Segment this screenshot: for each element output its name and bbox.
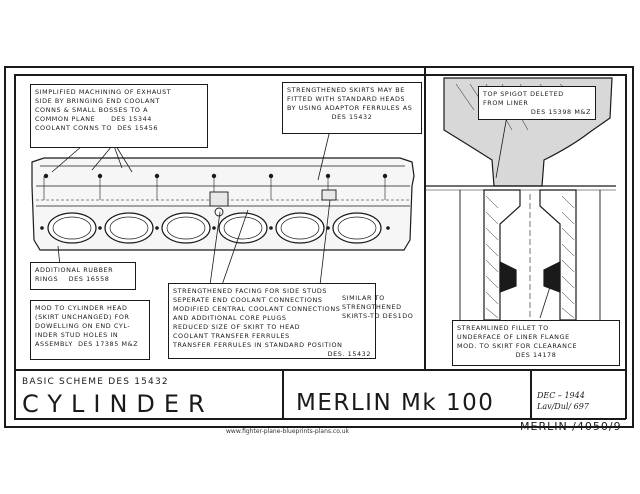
note-line: dowelling on end cyl- bbox=[35, 322, 131, 330]
watermark: www.fighter-plane-blueprints-plans.co.uk bbox=[226, 428, 349, 435]
note-line: common plane DES 15344 bbox=[35, 115, 203, 124]
note-line: seperate end coolant connections bbox=[173, 296, 323, 304]
note-reference: DES 14178 bbox=[515, 351, 557, 359]
note-strengthened-skirts: Strengthened skirts may be fitted with s… bbox=[282, 82, 422, 134]
note-line: Similar to bbox=[342, 294, 385, 302]
note-line: by using adaptor ferrules as bbox=[287, 104, 413, 112]
note-streamlined-fillet: Streamlined fillet to underface of liner… bbox=[452, 320, 620, 366]
title-block-divider-2 bbox=[530, 369, 532, 419]
note-line: underface of liner flange bbox=[457, 333, 570, 341]
note-line: Simplified machining of exhaust bbox=[35, 88, 172, 96]
note-line: Strengthened facing for side studs bbox=[173, 287, 328, 295]
note-similar-to: Similar to strengthened skirts-to DES1DO bbox=[342, 294, 413, 321]
note-line: Streamlined fillet to bbox=[457, 324, 549, 332]
leader-lines bbox=[51, 129, 331, 286]
sheet-number: MERLIN /4050/9 bbox=[520, 420, 622, 433]
note-line: transfer ferrules in standard position bbox=[173, 341, 343, 349]
engine-designation: MERLIN Mk 100 bbox=[296, 390, 495, 416]
title-block-bottom-rule bbox=[14, 418, 626, 420]
note-line: coolant transfer ferrules bbox=[173, 332, 290, 340]
note-exhaust-machining: Simplified machining of exhaust side by … bbox=[30, 84, 208, 148]
drawing-frame bbox=[4, 66, 634, 428]
note-line: and additional core plugs bbox=[173, 314, 287, 322]
note-line: rings DES 16558 bbox=[35, 275, 131, 284]
note-line: Additional rubber bbox=[35, 266, 114, 274]
drawing-title: CYLINDER bbox=[22, 390, 214, 418]
inner-frame-right bbox=[625, 74, 627, 370]
drawing-date: DEC – 1944 bbox=[537, 391, 585, 400]
title-block-divider-1 bbox=[282, 369, 284, 419]
note-cylinder-head-mod: Mod to cylinder head (skirt unchanged) f… bbox=[30, 300, 150, 360]
cylinder-block-view bbox=[31, 157, 415, 251]
note-text: rings bbox=[35, 275, 59, 283]
note-line: Top spigot deleted bbox=[483, 90, 564, 98]
drawing-reference: Lav/Dul/ 697 bbox=[537, 402, 589, 411]
note-text: common plane bbox=[35, 115, 96, 123]
note-line: Mod to cylinder head bbox=[35, 304, 128, 312]
title-block-left-edge bbox=[14, 369, 16, 419]
note-line: strengthened bbox=[342, 303, 402, 311]
note-text: Coolant conns to bbox=[35, 124, 112, 132]
basic-scheme-label: BASIC SCHEME DES 15432 bbox=[22, 377, 169, 387]
note-line: from liner bbox=[483, 99, 529, 107]
date-block: DEC – 1944 Lav/Dul/ 697 bbox=[537, 390, 589, 412]
note-reference: DES 15456 bbox=[117, 124, 159, 132]
note-reference: DES 16558 bbox=[68, 275, 110, 283]
note-line: mod. to skirt for clearance bbox=[457, 342, 578, 350]
note-line: Coolant conns to DES 15456 bbox=[35, 124, 203, 133]
note-line: conns & small bosses to a bbox=[35, 106, 149, 114]
note-reference: DES. 15432 bbox=[327, 350, 371, 358]
inner-frame-left bbox=[14, 74, 16, 370]
note-reference: DES 15398 M&Z bbox=[530, 108, 591, 116]
note-reference: DES 17385 M&Z bbox=[78, 340, 139, 348]
inner-frame-top bbox=[14, 74, 626, 76]
note-line: (skirt unchanged) for bbox=[35, 313, 130, 321]
note-line: modified central coolant connections bbox=[173, 305, 341, 313]
note-reference: DES 15344 bbox=[111, 115, 152, 123]
note-line: side by bringing end coolant bbox=[35, 97, 160, 105]
note-line: fitted with standard heads bbox=[287, 95, 406, 103]
note-line: skirts-to DES1DO bbox=[342, 312, 414, 320]
note-line: assembly DES 17385 M&Z bbox=[35, 340, 145, 349]
note-additional-rubber-rings: Additional rubber rings DES 16558 bbox=[30, 262, 136, 290]
note-line: Strengthened skirts may be bbox=[287, 86, 405, 94]
note-line: reduced size of skirt to head bbox=[173, 323, 301, 331]
cylinder-bores bbox=[47, 212, 382, 244]
note-top-spigot-deleted: Top spigot deleted from liner DES 15398 … bbox=[478, 86, 596, 120]
note-text: assembly bbox=[35, 340, 73, 348]
note-strengthened-facing: Strengthened facing for side studs seper… bbox=[168, 283, 376, 359]
section-divider bbox=[424, 66, 426, 370]
note-reference: DES 15432 bbox=[331, 113, 373, 121]
title-block-right-edge bbox=[625, 369, 627, 419]
note-line: inder stud holes in bbox=[35, 331, 119, 339]
title-block-top-rule bbox=[14, 369, 626, 371]
